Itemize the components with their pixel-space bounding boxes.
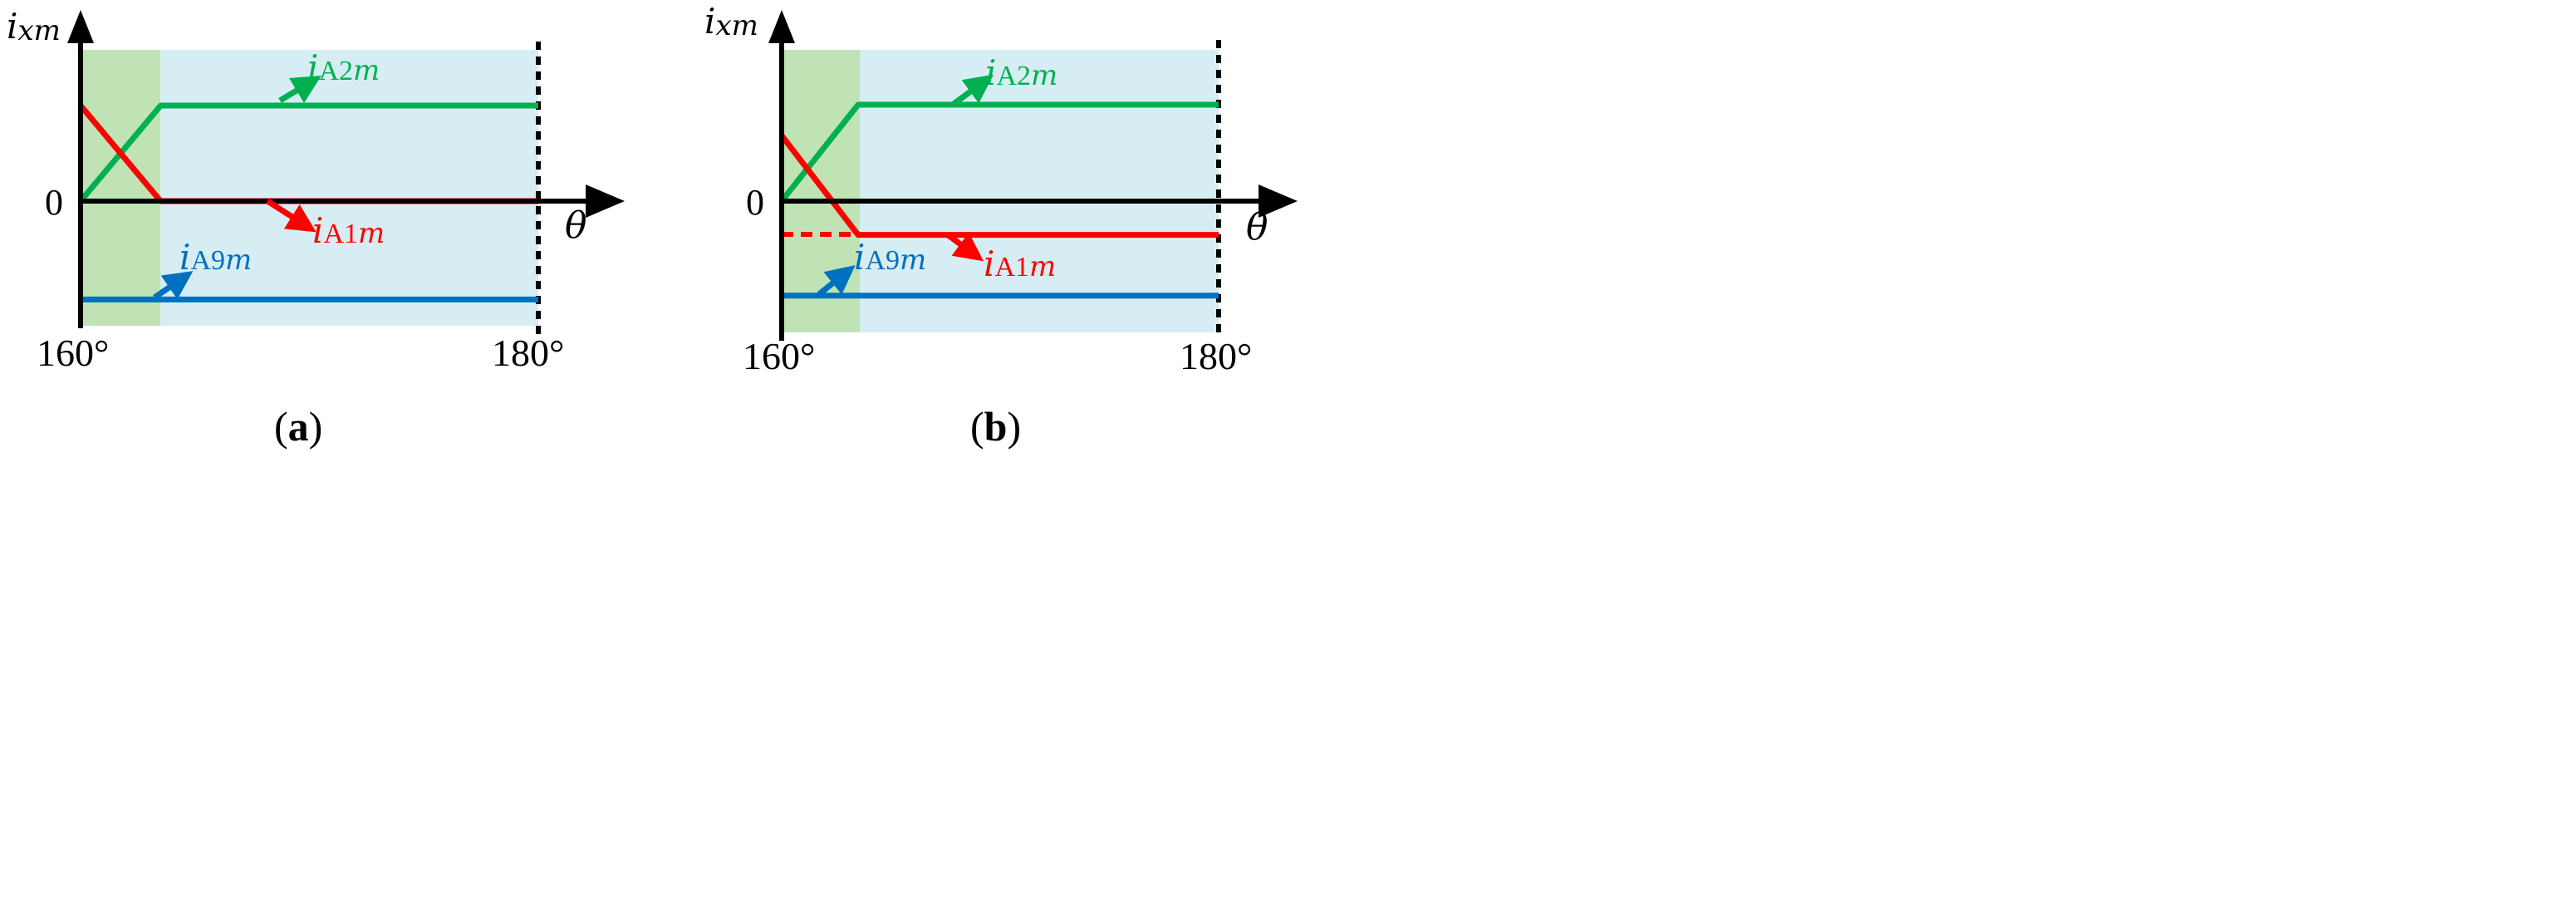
y-axis-label: ixm (704, 1, 758, 42)
iA1-curve (779, 133, 1219, 239)
iA9-pointer-arrow (817, 265, 856, 297)
x-axis-label: θ (1246, 206, 1268, 248)
iA2-curve (78, 102, 538, 204)
iA9-label: iA9m (854, 237, 926, 278)
iA9-pointer-arrow (153, 271, 194, 300)
iA9-label: iA9m (179, 237, 252, 278)
iA1-label: iA1m (312, 210, 385, 251)
x-axis-arrowhead (1259, 184, 1298, 218)
x-start-label: 160° (743, 335, 815, 377)
iA2-label: iA2m (307, 47, 380, 88)
iA2-label: iA2m (985, 52, 1057, 93)
panel-a: ixm 0 θ 160° 180° iA2m iA1m iA9m (a) (7, 6, 625, 450)
steady-region (860, 50, 1219, 332)
iA1-pointer-arrow (266, 199, 316, 233)
x-start-label: 160° (37, 332, 109, 374)
y-axis-label: ixm (7, 6, 61, 47)
iA1-label: iA1m (984, 243, 1056, 284)
x-axis-label: θ (565, 204, 587, 247)
steady-region (160, 50, 538, 326)
iA1-pointer-arrow (945, 232, 984, 262)
zero-label: 0 (45, 182, 63, 223)
iA2-pointer-arrow (951, 74, 994, 106)
panel-b: ixm 0 θ 160° 180° iA2m iA1m iA9m (b) (704, 1, 1298, 450)
y-axis-arrowhead (768, 10, 795, 43)
x-end-label: 180° (1180, 335, 1252, 377)
y-axis-arrowhead (67, 10, 94, 43)
x-axis-arrowhead (586, 184, 625, 218)
panel-caption: (a) (274, 403, 322, 450)
iA2-pointer-arrow (278, 75, 322, 104)
panel-caption: (b) (970, 403, 1021, 450)
zero-label: 0 (746, 182, 764, 223)
x-end-label: 180° (492, 332, 564, 374)
